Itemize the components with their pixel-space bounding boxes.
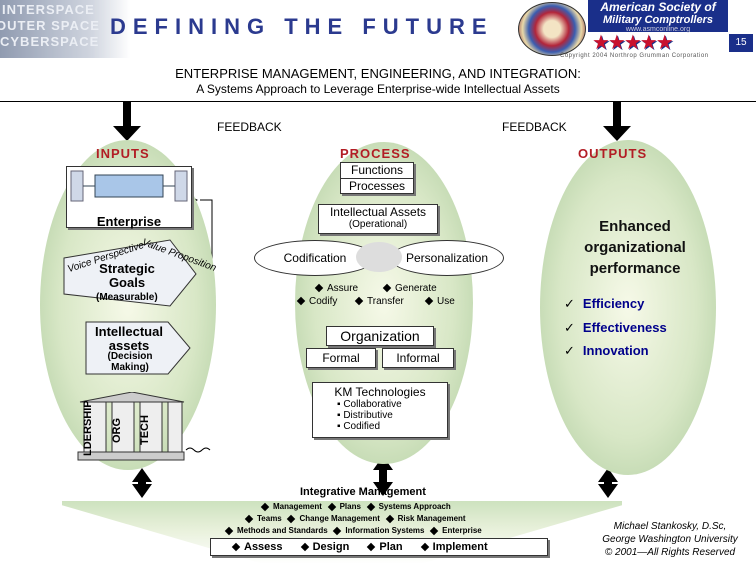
feedback-left-label: FEEDBACK — [217, 120, 282, 134]
bar-design: Design — [312, 541, 350, 553]
check-icon: ✓ — [564, 343, 575, 358]
measurable-label: (Measurable) — [96, 292, 158, 303]
header-ghost-graphic: INTERSPACE OUTER SPACE CYBERSPACE — [0, 0, 130, 58]
functions-processes-box: Functions Processes — [340, 162, 414, 194]
im-enterprise: Enterprise — [442, 526, 482, 535]
page-number: 15 — [729, 34, 753, 52]
im-change-management: Change Management — [299, 514, 380, 523]
km-item: ▪ Collaborative — [337, 399, 402, 410]
process-intellectual-assets-label: Intellectual Assets — [329, 205, 427, 219]
strategic-goals-arrow — [63, 239, 197, 307]
km-item: ▪ Codified — [337, 421, 381, 432]
action-use-label: Use — [437, 296, 455, 307]
km-item: ▪ Distributive — [337, 410, 393, 421]
outputs-ellipse — [540, 140, 716, 475]
im-information-systems: Information Systems — [345, 526, 425, 535]
intellectual-assets-arrow — [85, 321, 191, 375]
process-header: PROCESS — [340, 146, 411, 161]
bar-assess: Assess — [244, 541, 283, 553]
km-item-distributive: Distributive — [343, 410, 393, 421]
pillar-org: ORG — [111, 417, 123, 443]
ghost-word: OUTER SPACE — [0, 18, 100, 33]
copyright-text: Copyright 2004 Northrop Grumman Corporat… — [560, 53, 709, 59]
organization-box: Organization — [326, 326, 434, 346]
feedback-line — [0, 101, 756, 102]
slide-subtitle: A Systems Approach to Leverage Enterpris… — [196, 82, 560, 96]
author-rights: © 2001—All Rights Reserved — [604, 547, 736, 558]
stars-decoration: ★★★★★ — [592, 32, 674, 54]
effectiveness-label: Effectiveness — [582, 320, 667, 335]
integrative-row3: Methods and Standards Information System… — [224, 526, 482, 536]
personalization-pill: Personalization — [390, 240, 504, 276]
check-effectiveness: ✓ Effectiveness — [564, 320, 667, 336]
personalization-label: Personalization — [405, 251, 489, 265]
asmc-logo: American Society of Military Comptroller… — [588, 0, 728, 33]
check-innovation: ✓ Innovation — [564, 343, 649, 359]
org-line2: Military Comptrollers — [602, 14, 714, 26]
action-use: Use — [424, 296, 455, 307]
assess-design-plan-implement-bar: Assess Design Plan Implement — [210, 538, 548, 556]
strategic-goals-label: Strategic Goals — [99, 261, 155, 290]
inputs-intellectual-assets-label: Intellectual assets — [95, 324, 163, 353]
km-title: KM Technologies — [334, 385, 426, 399]
integrative-row1: Management Plans Systems Approach — [260, 502, 451, 512]
integrative-title: Integrative Management — [300, 486, 426, 498]
ghost-word: CYBERSPACE — [0, 34, 100, 49]
im-teams: Teams — [257, 514, 282, 523]
check-efficiency: ✓ Efficiency — [564, 296, 644, 312]
functions-label: Functions — [341, 163, 413, 179]
enterprise-label: Enterprise — [96, 214, 162, 229]
km-item-codified: Codified — [343, 421, 381, 432]
action-transfer: Transfer — [354, 296, 404, 307]
im-management: Management — [273, 502, 322, 511]
author-name: Michael Stankosky, D.Sc, — [613, 521, 727, 532]
km-item-collaborative: Collaborative — [343, 399, 402, 410]
integrative-row2: Teams Change Management Risk Management — [244, 514, 466, 524]
decision-making-label: (Decision Making) — [107, 351, 153, 373]
pillars-graphic — [77, 392, 185, 461]
im-plans: Plans — [339, 502, 361, 511]
author-credit: Michael Stankosky, D.Sc, George Washingt… — [590, 520, 750, 559]
action-codify-label: Codify — [309, 296, 338, 307]
enterprise-box: Enterprise — [66, 166, 192, 229]
society-seal-logo — [518, 2, 586, 56]
efficiency-label: Efficiency — [582, 296, 645, 311]
bar-plan: Plan — [379, 541, 403, 553]
check-icon: ✓ — [564, 320, 575, 335]
km-technologies-box: KM Technologies ▪ Collaborative ▪ Distri… — [312, 382, 448, 438]
codification-pill: Codification — [254, 240, 376, 276]
pillar-tech: TECH — [139, 415, 151, 445]
innovation-label: Innovation — [582, 343, 649, 358]
feedback-right-label: FEEDBACK — [502, 120, 567, 134]
action-assure: Assure — [314, 283, 359, 294]
org-url: www.asmconline.org — [625, 26, 691, 33]
banner-title: DEFINING THE FUTURE — [110, 14, 494, 39]
action-codify: Codify — [296, 296, 338, 307]
author-university: George Washington University — [602, 534, 738, 545]
pillar-leadership: LDERSHIP — [82, 400, 94, 456]
overlap-region — [356, 242, 402, 272]
action-transfer-label: Transfer — [367, 296, 404, 307]
informal-box: Informal — [382, 348, 454, 368]
bar-implement: Implement — [432, 541, 488, 553]
formal-box: Formal — [306, 348, 376, 368]
enhanced-performance-label: Enhanced organizational performance — [584, 218, 686, 277]
org-line1: American Society of — [600, 0, 716, 14]
action-assure-label: Assure — [327, 283, 359, 294]
check-icon: ✓ — [564, 296, 575, 311]
processes-label: Processes — [348, 179, 406, 193]
im-risk-management: Risk Management — [397, 514, 466, 523]
slide-title: ENTERPRISE MANAGEMENT, ENGINEERING, AND … — [175, 66, 581, 81]
operational-label: (Operational) — [348, 219, 408, 230]
outputs-header: OUTPUTS — [578, 146, 648, 161]
enterprise-map-icon — [70, 170, 188, 202]
im-systems-approach: Systems Approach — [378, 502, 451, 511]
im-methods-standards: Methods and Standards — [237, 526, 328, 535]
action-generate-label: Generate — [395, 283, 437, 294]
action-generate: Generate — [382, 283, 437, 294]
intellectual-assets-box: Intellectual Assets (Operational) — [318, 204, 438, 234]
ghost-word: INTERSPACE — [2, 2, 95, 17]
codification-label: Codification — [283, 251, 347, 265]
inputs-header: INPUTS — [96, 146, 150, 161]
